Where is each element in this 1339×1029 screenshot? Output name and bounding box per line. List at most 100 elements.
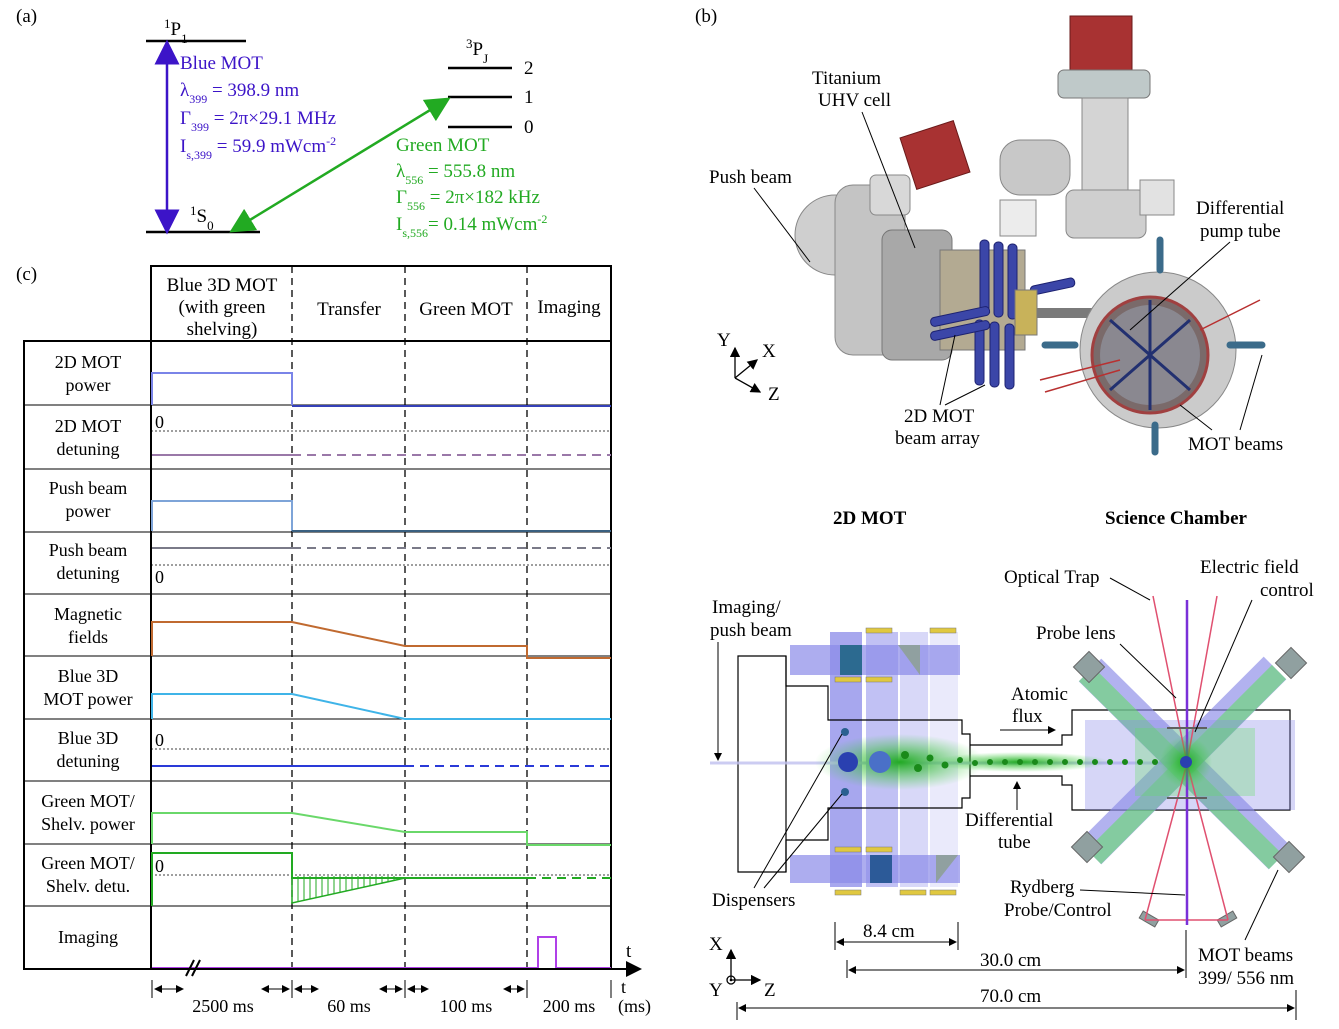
row-label-3b: power (66, 501, 111, 521)
leader-efield (1194, 599, 1253, 733)
panel-a-label: (a) (16, 6, 37, 27)
leader-mot-beams-b-2 (1239, 354, 1263, 431)
phase-green: Green MOT (419, 299, 513, 320)
axis-triad-b (729, 346, 762, 393)
trace-green-power (151, 812, 611, 846)
label-efield-l1: Electric field (1200, 557, 1299, 578)
panel-a: (a) 1P1 1S0 3PJ 2 1 0 Blue MOT λ399 = 39… (16, 6, 547, 240)
row-label-9b: Shelv. detu. (46, 876, 130, 896)
label-diff-pump-l2: pump tube (1200, 221, 1281, 242)
leader-optical-trap (1109, 577, 1151, 601)
row-labels: 2D MOT power 2D MOT detuning Push beam p… (41, 352, 135, 947)
zero-green: 0 (155, 856, 164, 876)
axis-b-y: Y (717, 330, 731, 351)
blue-lambda: λ399 = 398.9 nm (180, 80, 299, 106)
trace-magnetic (151, 621, 611, 659)
label-push-beam: Push beam (709, 167, 792, 188)
label-dtube-l1: Differential (965, 810, 1053, 831)
green-transition-arrow (229, 97, 451, 233)
blue-mot-title: Blue MOT (180, 53, 263, 74)
green-lambda: λ556 = 555.8 nm (396, 161, 515, 187)
label-efield-l2: control (1260, 580, 1314, 601)
dim-300-label: 30.0 cm (980, 950, 1041, 971)
leader-titanium (861, 111, 916, 249)
phase-blue-l1: Blue 3D MOT (167, 275, 278, 296)
dispenser-2 (841, 788, 849, 796)
green-isat: Is,556= 0.14 mWcm-2 (396, 212, 547, 240)
vacuum-apparatus-render (794, 15, 1266, 456)
leader-mot-beams-b-1 (1179, 404, 1213, 431)
row-label-1b: power (66, 375, 111, 395)
leader-mot-d (1244, 869, 1279, 941)
leader-array-2 (944, 384, 986, 406)
panel-c: (c) Blue 3D MOT (with green shelving) Tr… (16, 264, 651, 1017)
panel-b: (b) (695, 6, 1284, 456)
label-mot-beams-b: MOT beams (1188, 434, 1283, 455)
blue-mot-params: Blue MOT λ399 = 398.9 nm Γ399 = 2π×29.1 … (180, 53, 336, 162)
zero-push: 0 (155, 567, 164, 587)
phase-blue-l2: (with green (178, 297, 266, 318)
duration-100: 100 ms (440, 996, 493, 1016)
sublevel-2: 2 (524, 58, 534, 79)
traces (151, 372, 611, 969)
row-label-8a: Green MOT/ (41, 791, 134, 811)
sublevel-1: 1 (524, 87, 534, 108)
leader-rydberg (1079, 889, 1186, 896)
label-titanium-l1: Titanium (812, 68, 881, 89)
axis-triad-d (725, 948, 762, 986)
phase-imaging: Imaging (537, 297, 601, 318)
axis-b-x: X (762, 341, 776, 362)
label-diff-pump-l1: Differential (1196, 198, 1284, 219)
leader-dispensers-1 (753, 733, 843, 889)
row-label-7a: Blue 3D (58, 728, 119, 748)
leader-array-1 (939, 334, 956, 406)
label-array-l1: 2D MOT (904, 406, 975, 427)
label-mot-l1: MOT beams (1198, 945, 1293, 966)
title-science: Science Chamber (1105, 508, 1248, 529)
label-probe-lens: Probe lens (1036, 623, 1116, 644)
duration-60: 60 ms (327, 996, 371, 1016)
sublevel-0: 0 (524, 117, 534, 138)
level-1s0-label: 1S0 (190, 203, 214, 233)
trace-2dmot-power-a (151, 372, 293, 405)
row-label-6a: Blue 3D (58, 666, 119, 686)
leader-push-beam (753, 187, 811, 263)
row-label-9a: Green MOT/ (41, 853, 134, 873)
label-dispensers: Dispensers (712, 890, 795, 911)
row-label-1a: 2D MOT (55, 352, 122, 372)
label-flux-l2: flux (1012, 706, 1043, 727)
phase-blue-l3: shelving) (187, 319, 258, 340)
duration-200: 200 ms (543, 996, 596, 1016)
level-3pj-label: 3PJ (466, 36, 488, 66)
label-imaging-l1: Imaging/ (712, 597, 781, 618)
axis-d-y: Y (709, 980, 723, 1001)
row-label-5a: Magnetic (54, 604, 122, 624)
trace-green-det-a (151, 852, 527, 906)
blue-gamma: Γ399 = 2π×29.1 MHz (180, 108, 336, 134)
row-label-4b: detuning (57, 563, 120, 583)
trace-blue3d-power (151, 693, 611, 720)
label-rydberg-l1: Rydberg (1010, 877, 1075, 898)
title-2dmot: 2D MOT (833, 508, 907, 529)
zero-blue3d: 0 (155, 730, 164, 750)
row-label-3a: Push beam (49, 478, 128, 498)
label-optical-trap: Optical Trap (1004, 567, 1100, 588)
panel-c-label: (c) (16, 264, 37, 285)
row-label-4a: Push beam (49, 540, 128, 560)
row-label-2b: detuning (57, 439, 120, 459)
dim-84-label: 8.4 cm (863, 921, 915, 942)
axis-break (185, 959, 201, 977)
green-gamma: Γ556 = 2π×182 kHz (396, 187, 540, 213)
level-1p1-label: 1P1 (164, 16, 188, 46)
dispenser-1 (841, 728, 849, 736)
leader-probe-lens (1119, 643, 1177, 699)
row-label-5b: fields (68, 627, 108, 647)
leader-dispensers-2 (763, 793, 843, 889)
label-mot-l2: 399/ 556 nm (1198, 968, 1294, 989)
phase-transfer: Transfer (317, 299, 381, 320)
row-label-6b: MOT power (43, 689, 132, 709)
differential-tube (970, 709, 1291, 811)
row-label-10: Imaging (58, 927, 118, 947)
duration-2500: 2500 ms (192, 996, 254, 1016)
